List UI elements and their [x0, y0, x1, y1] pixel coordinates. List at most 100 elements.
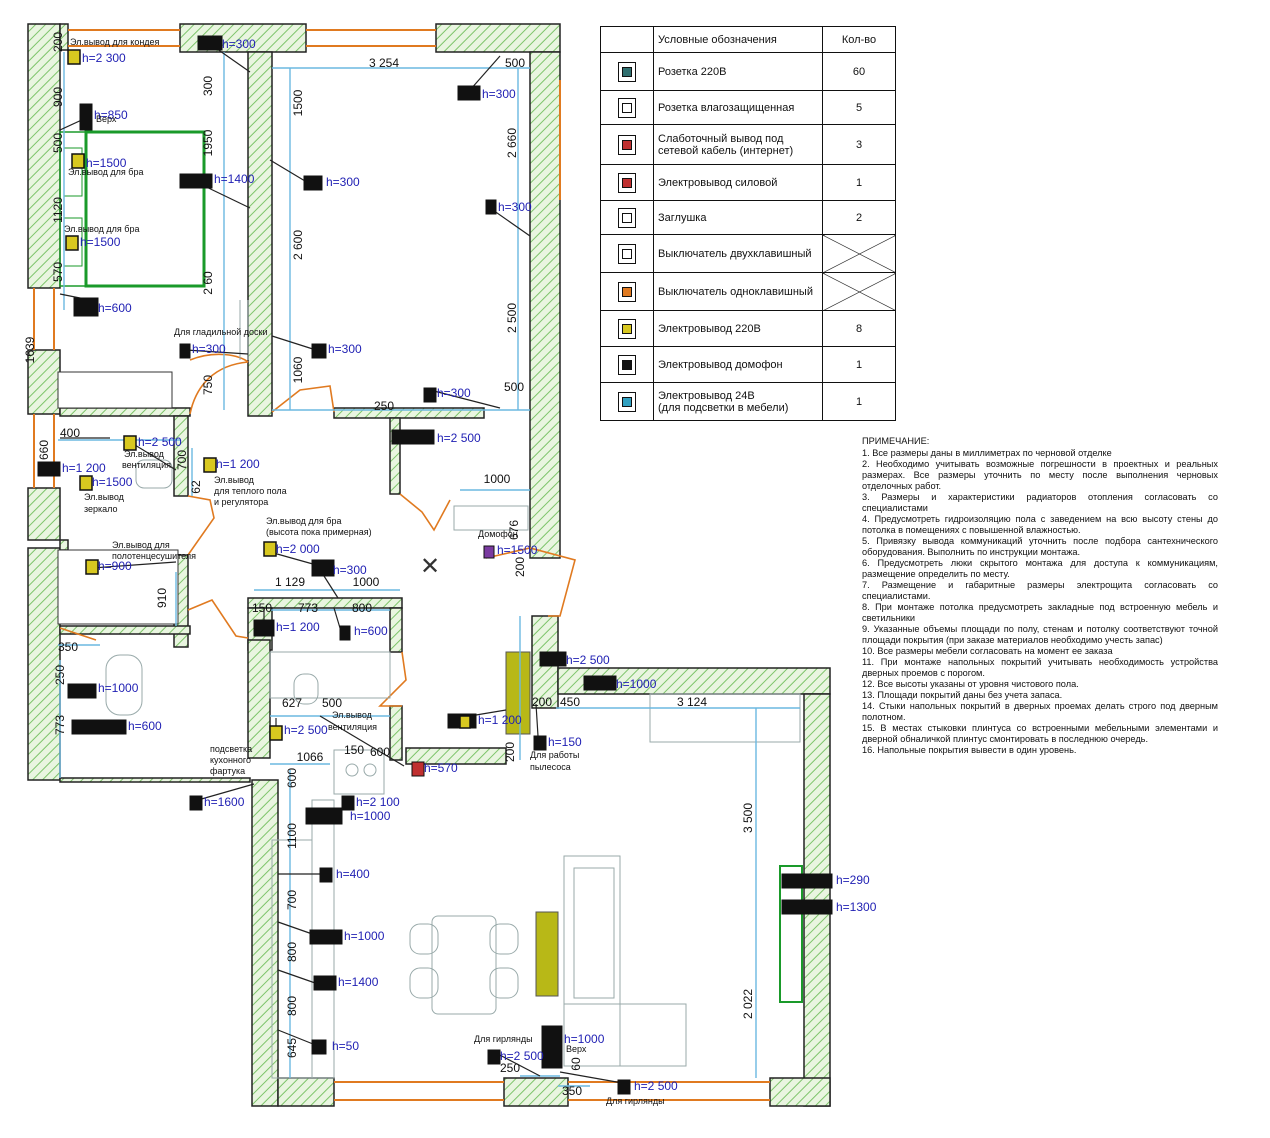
dimension-label: 1060 — [291, 356, 305, 383]
wall — [27, 547, 61, 781]
height-label: h=2 100 — [356, 795, 400, 809]
height-label: h=300 — [482, 87, 516, 101]
height-label: h=2 500 — [284, 723, 328, 737]
double-switch-icon — [618, 243, 636, 264]
dimension-label: 250 — [53, 665, 67, 685]
legend-row: Электровывод 24В (для подсветки в мебели… — [600, 382, 896, 421]
dimension-label: 200 — [51, 32, 65, 52]
legend-row-qty: 60 — [822, 52, 896, 91]
height-label: h=2 000 — [276, 542, 320, 556]
height-label: h=50 — [332, 1039, 359, 1053]
plan-note: фартука — [210, 766, 245, 776]
height-label: h=1000 — [350, 809, 391, 823]
height-label: h=1 200 — [276, 620, 320, 634]
legend-row-qty: 1 — [822, 164, 896, 201]
dimension-label: 500 — [51, 133, 65, 153]
dimension-lines — [58, 52, 800, 1087]
socket-icon — [197, 35, 223, 51]
height-label: h=400 — [336, 867, 370, 881]
plan-note: (высота пока примерная) — [266, 527, 372, 537]
plan-note: Эл.вывод для бра — [68, 167, 143, 177]
outlet-220-markers — [65, 49, 471, 741]
dimension-label: 660 — [37, 440, 51, 460]
wall — [405, 747, 507, 765]
notes: ПРИМЕЧАНИЕ: 1. Все размеры даны в миллим… — [862, 436, 1218, 756]
legend-row-qty: 8 — [822, 310, 896, 347]
wall — [333, 407, 485, 419]
socket-icon — [179, 343, 191, 359]
plan-note: Для гирлянды — [606, 1096, 665, 1106]
socket-icon — [583, 675, 617, 691]
dimension-label: 645 — [285, 1038, 299, 1058]
dimension-label: 3 124 — [677, 695, 707, 709]
note-item: 16. Напольные покрытия вывести в один ур… — [862, 745, 1077, 755]
notes-title: ПРИМЕЧАНИЕ: — [862, 436, 930, 446]
height-label: h=300 — [222, 37, 256, 51]
height-label: h=570 — [424, 761, 458, 775]
socket-icon — [341, 795, 355, 811]
wall — [503, 1077, 569, 1107]
height-label: h=2 500 — [500, 1049, 544, 1063]
legend-row-label: Электровывод 24В (для подсветки в мебели… — [653, 382, 823, 421]
dimension-label: 1 129 — [275, 575, 305, 589]
wall — [247, 51, 273, 417]
height-label: h=600 — [98, 301, 132, 315]
height-label: h=300 — [333, 563, 367, 577]
wall — [59, 407, 191, 417]
socket-icon — [617, 1079, 631, 1095]
yellow-panels — [505, 651, 559, 997]
plan-note: Эл.вывод для кондея — [70, 37, 160, 47]
dimension-label: 1120 — [51, 197, 65, 223]
wall — [389, 705, 403, 761]
note-item: 6. Предусмотреть люки скрытого монтажа д… — [862, 558, 1218, 579]
dimension-label: 1000 — [353, 575, 380, 589]
dimension-label: 500 — [322, 696, 342, 710]
height-label: h=300 — [498, 200, 532, 214]
note-item: 3. Размеры и характеристики радиаторов о… — [862, 492, 1218, 513]
wall — [247, 597, 403, 609]
dimension-label: 150 — [252, 601, 272, 615]
socket-icon — [485, 199, 497, 215]
dimension-label: 910 — [155, 588, 169, 608]
wall — [769, 1077, 831, 1107]
socket-icon — [339, 625, 351, 641]
height-label: h=1500 — [80, 235, 121, 249]
height-label: h=1500 — [497, 543, 538, 557]
dimension-label: 700 — [285, 890, 299, 910]
legend-row: Выключатель одноклавишный — [600, 272, 896, 311]
plan-note: и регулятора — [214, 497, 268, 507]
socket-icon — [305, 807, 343, 825]
socket-icon — [309, 929, 343, 945]
height-label: h=300 — [326, 175, 360, 189]
dimension-label: 676 — [507, 520, 521, 540]
dimension-label: 1500 — [291, 89, 305, 116]
dimension-label: 250 — [500, 1061, 520, 1075]
plan-note: Эл.вывод — [332, 710, 373, 720]
height-label: h=1000 — [564, 1032, 605, 1046]
dimension-label: 800 — [285, 996, 299, 1016]
plan-note: Для работы — [530, 750, 579, 760]
note-item: 7. Размещение и габаритные размеры элект… — [862, 580, 1218, 601]
walls — [27, 23, 831, 1107]
dimension-label: 450 — [560, 695, 580, 709]
dimension-label: 3 500 — [741, 803, 755, 833]
legend-row-label: Розетка влагозащищенная — [653, 90, 823, 125]
height-label: h=1 200 — [62, 461, 106, 475]
dimension-label: 500 — [504, 380, 524, 394]
height-label: h=150 — [548, 735, 582, 749]
wall — [277, 1077, 335, 1107]
dimension-label: 700 — [175, 450, 189, 470]
note-item: 12. Все высоты указаны от уровня чистово… — [862, 679, 1079, 689]
network-outlet-icon — [618, 134, 636, 155]
legend-row-qty — [822, 272, 896, 311]
blank-plate-icon — [618, 207, 636, 228]
plan-note: для теплого пола — [214, 486, 287, 496]
socket-icon — [319, 867, 333, 883]
height-label: h=600 — [354, 624, 388, 638]
height-label: h=1600 — [204, 795, 245, 809]
wall — [389, 607, 403, 653]
wall — [173, 415, 189, 497]
legend-row-label: Электровывод домофон — [653, 346, 823, 383]
